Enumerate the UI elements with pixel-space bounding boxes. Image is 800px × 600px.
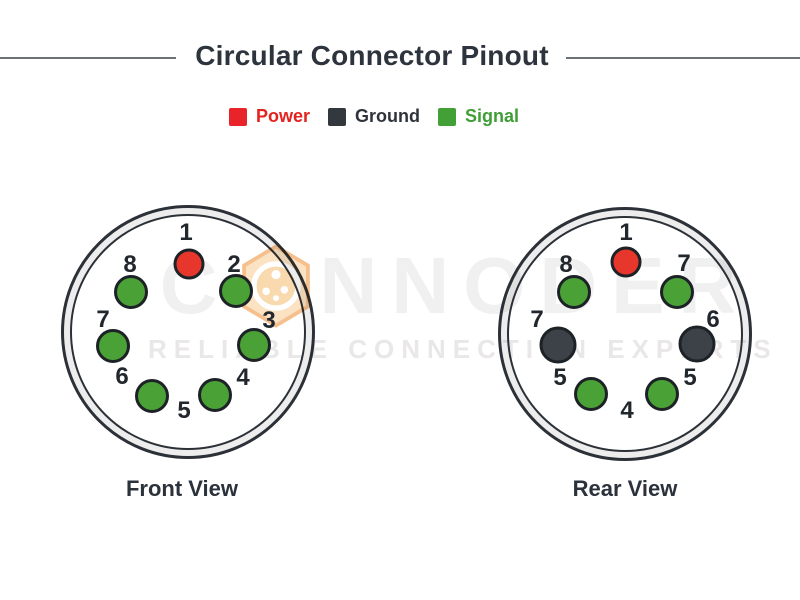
front-pin-label-4: 4 (236, 364, 250, 391)
legend-item-signal: Signal (438, 106, 519, 127)
front-pin-label-2: 2 (227, 251, 241, 278)
rear-pin-label-6: 6 (706, 306, 720, 333)
rear-pin-5-signal (574, 377, 608, 411)
front-pin-3-signal (237, 328, 271, 362)
front-pin-label-5: 5 (177, 397, 191, 424)
legend-label-signal: Signal (465, 106, 520, 126)
front-view-label: Front View (125, 476, 239, 501)
legend-label-power: Power (256, 106, 311, 126)
rear-pin-label-5: 5 (683, 364, 697, 391)
rear-pin-1-power (610, 246, 642, 278)
rear-view-label: Rear View (572, 476, 678, 501)
front-pin-label-7: 7 (96, 306, 110, 333)
front-pin-6-signal (135, 379, 169, 413)
front-pin-label-8: 8 (123, 251, 137, 278)
rear-pin-label-7: 7 (530, 306, 544, 333)
rear-pin-6-ground (678, 325, 716, 363)
legend-item-power: Power (229, 106, 310, 127)
front-pin-8-signal (114, 275, 148, 309)
front-pin-1-power (173, 248, 205, 280)
ground-color-swatch (328, 107, 347, 126)
rear-pin-label-4: 4 (620, 397, 634, 424)
page-title: Circular Connector Pinout (195, 40, 549, 71)
legend: Power Ground Signal (229, 106, 519, 127)
front-pin-label-1: 1 (179, 219, 193, 246)
front-pin-7-signal (96, 329, 130, 363)
title-divider-left (0, 57, 176, 59)
rear-pin-5-signal (645, 377, 679, 411)
title-divider-right (566, 57, 800, 59)
legend-item-ground: Ground (328, 106, 420, 127)
rear-pin-8-signal (557, 275, 591, 309)
rear-pin-label-7: 7 (677, 250, 691, 277)
front-pin-4-signal (198, 378, 232, 412)
rear-pin-7-ground (539, 326, 577, 364)
front-pin-label-6: 6 (115, 363, 129, 390)
signal-color-swatch (438, 107, 457, 126)
legend-label-ground: Ground (355, 106, 421, 126)
rear-pin-label-1: 1 (619, 219, 633, 246)
rear-pin-label-8: 8 (559, 251, 573, 278)
rear-pin-label-5: 5 (553, 364, 567, 391)
front-pin-label-3: 3 (262, 307, 276, 334)
power-color-swatch (229, 107, 247, 126)
rear-pin-7-signal (660, 275, 694, 309)
front-pin-2-signal (219, 274, 253, 308)
